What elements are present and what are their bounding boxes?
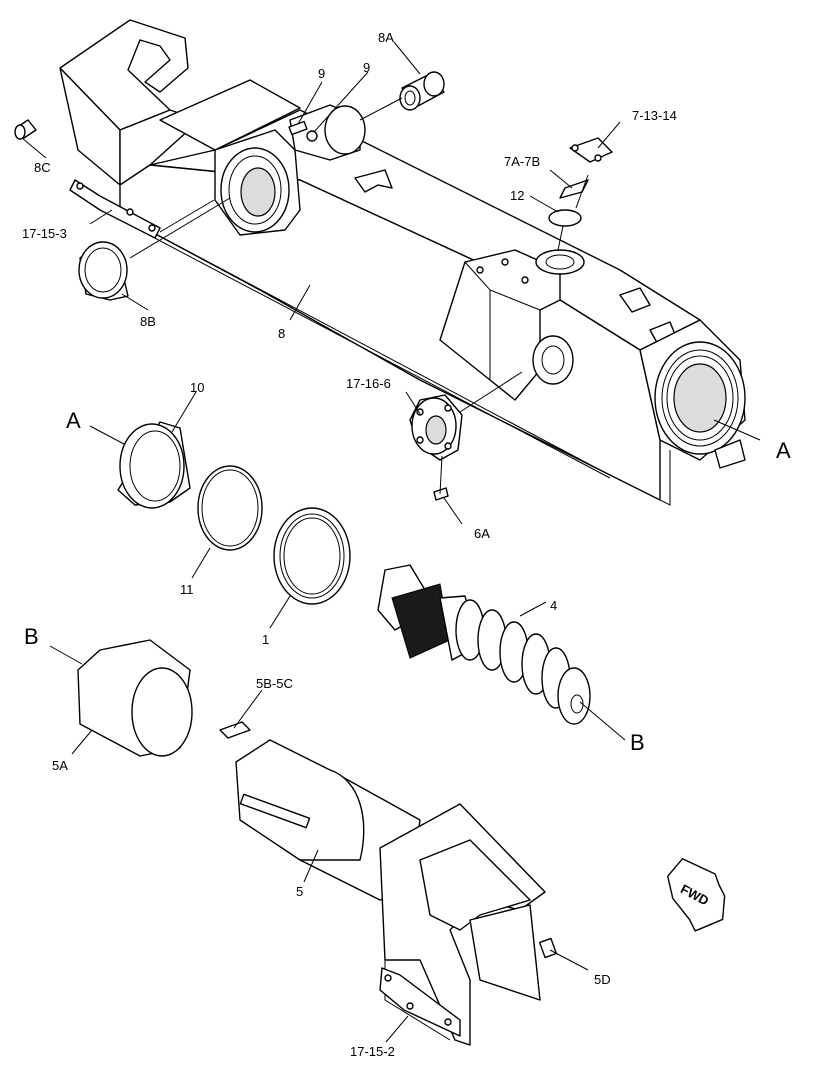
callout-labels: 8A 9 9 7-13-14 7A-7B 12 8C 17-15-3 8B 8 … bbox=[22, 30, 791, 1059]
label-5A: 5A bbox=[52, 758, 68, 773]
forward-direction-badge: FWD bbox=[667, 858, 726, 932]
pin-part-8C bbox=[14, 119, 37, 140]
label-7A-7B: 7A-7B bbox=[504, 154, 540, 169]
label-17-15-2: 17-15-2 bbox=[350, 1044, 395, 1059]
label-10: 10 bbox=[190, 380, 204, 395]
bushing-part-8B bbox=[78, 241, 129, 301]
washer-part-6A bbox=[433, 487, 449, 501]
label-6A: 6A bbox=[474, 526, 490, 541]
ring-part-10 bbox=[117, 421, 191, 509]
label-4: 4 bbox=[550, 598, 557, 613]
label-5: 5 bbox=[296, 884, 303, 899]
label-17-16-6: 17-16-6 bbox=[346, 376, 391, 391]
label-7-13-14: 7-13-14 bbox=[632, 108, 677, 123]
shim-part-7A-7B bbox=[559, 179, 589, 199]
hub-part-17-16-6 bbox=[409, 394, 463, 461]
spring-part-4 bbox=[377, 564, 591, 725]
label-A-right: A bbox=[776, 438, 791, 463]
label-8: 8 bbox=[278, 326, 285, 341]
label-B-right: B bbox=[630, 730, 645, 755]
o-ring-part-11 bbox=[197, 465, 263, 551]
label-B-left: B bbox=[24, 624, 39, 649]
label-8A: 8A bbox=[378, 30, 394, 45]
shim-part-5B-5C bbox=[219, 721, 251, 739]
o-ring-part-12 bbox=[548, 209, 582, 227]
label-17-15-3: 17-15-3 bbox=[22, 226, 67, 241]
main-frame-part-8 bbox=[59, 19, 746, 506]
sleeve-part-5A bbox=[77, 639, 193, 757]
label-9-right: 9 bbox=[363, 60, 370, 75]
seal-part-1 bbox=[273, 507, 351, 605]
label-9-left: 9 bbox=[318, 66, 325, 81]
bushing-part-8A bbox=[399, 71, 445, 111]
bracket-part-17-15-3 bbox=[69, 179, 161, 239]
label-5D: 5D bbox=[594, 972, 611, 987]
clamp-part-7-13-14 bbox=[569, 137, 613, 163]
label-A-left: A bbox=[66, 408, 81, 433]
label-12: 12 bbox=[510, 188, 524, 203]
label-11: 11 bbox=[180, 582, 194, 597]
bracket-part-17-15-2 bbox=[379, 967, 461, 1037]
label-1: 1 bbox=[262, 632, 269, 647]
label-5B-5C: 5B-5C bbox=[256, 676, 293, 691]
label-8B: 8B bbox=[140, 314, 156, 329]
label-8C: 8C bbox=[34, 160, 51, 175]
leader-lines bbox=[21, 41, 761, 1043]
